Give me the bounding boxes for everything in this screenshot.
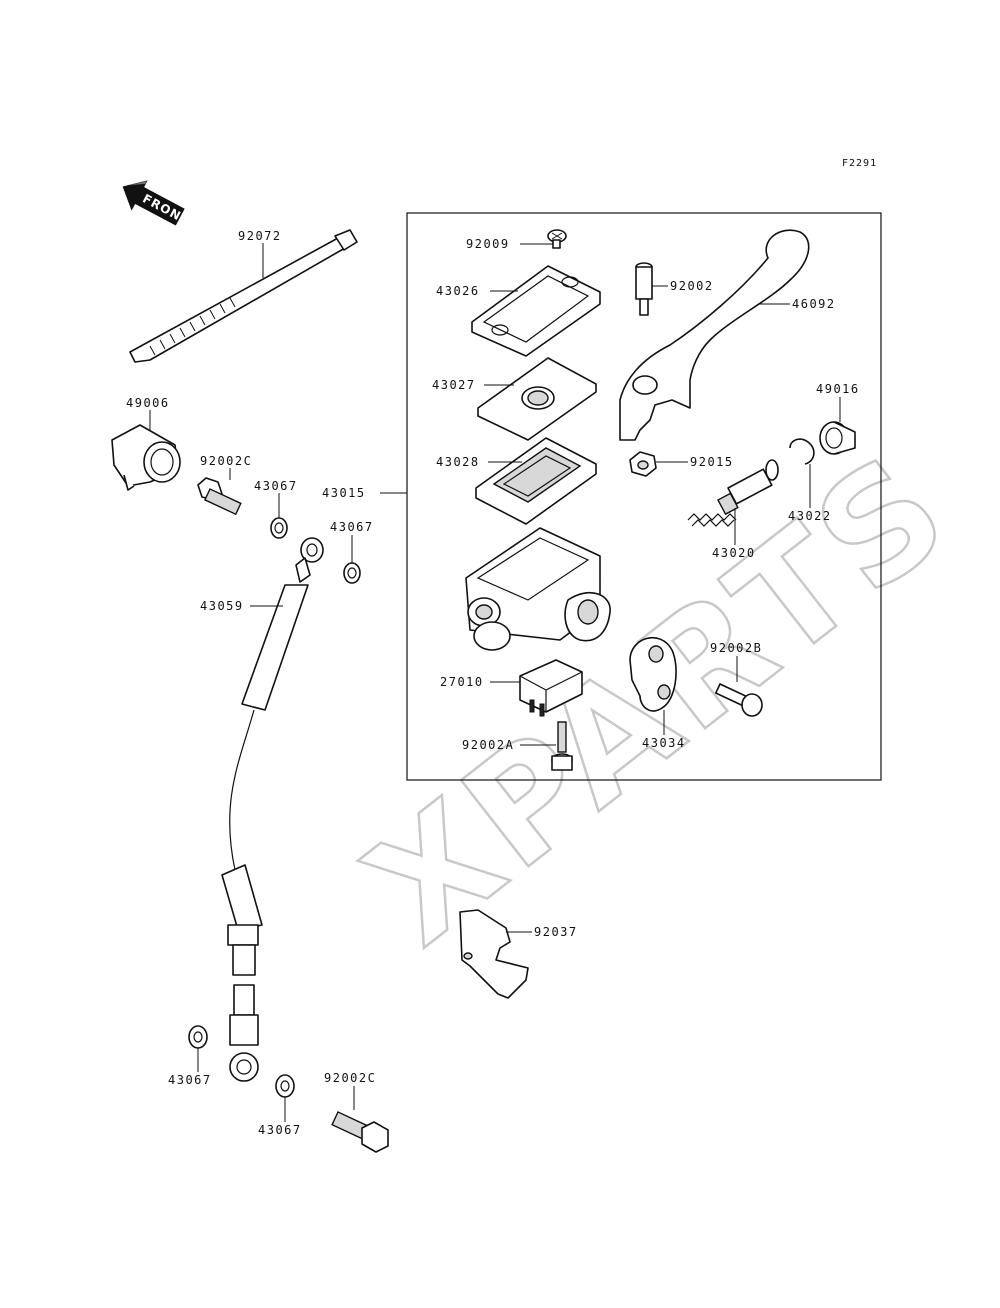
lock-nut [629,451,657,477]
washer-a [270,517,288,539]
reservoir-cap [471,265,601,357]
label-43027[interactable]: 43027 [432,378,476,392]
banjo-bolt-top [197,477,242,516]
leader-lines [149,243,841,1122]
label-43059[interactable]: 43059 [200,599,244,613]
label-92072[interactable]: 92072 [238,229,282,243]
handlebar-clamp [629,637,677,712]
label-43020[interactable]: 43020 [712,546,756,560]
washer-d [275,1074,295,1098]
label-49006[interactable]: 49006 [126,396,170,410]
piston-assembly [687,459,779,527]
label-43067-d[interactable]: 43067 [258,1123,302,1137]
label-43067-a[interactable]: 43067 [254,479,298,493]
label-43022[interactable]: 43022 [788,509,832,523]
master-cylinder-body [465,527,611,651]
lever-pivot-bolt [635,262,653,316]
washer-b [343,562,361,584]
brake-light-switch [519,659,583,717]
brake-lever [619,229,810,441]
piston-boot [819,421,856,455]
label-43028[interactable]: 43028 [436,455,480,469]
brake-hose [221,537,324,1082]
part-labels: 92072 49006 92002C 43067 43067 43059 430… [126,229,860,1137]
label-92002c-bottom[interactable]: 92002C [324,1071,376,1085]
label-27010[interactable]: 27010 [440,675,484,689]
label-92015[interactable]: 92015 [690,455,734,469]
label-49016[interactable]: 49016 [816,382,860,396]
assembly-box [406,212,882,781]
label-43015[interactable]: 43015 [322,486,366,500]
label-46092[interactable]: 46092 [792,297,836,311]
clamp-bolt [714,683,763,717]
circlip [789,438,815,465]
banjo-bolt-bottom [331,1111,389,1153]
washer-c [188,1025,208,1049]
switch-screw [551,721,573,771]
reservoir-screw [547,229,567,249]
label-92002b[interactable]: 92002B [710,641,762,655]
label-43034[interactable]: 43034 [642,736,686,750]
label-92002[interactable]: 92002 [670,279,714,293]
label-92002c-top[interactable]: 92002C [200,454,252,468]
label-92002a[interactable]: 92002A [462,738,514,752]
label-43067-c[interactable]: 43067 [168,1073,212,1087]
hose-bracket [459,909,529,999]
diaphragm [475,437,597,525]
dust-boot [111,424,181,491]
diaphragm-plate [477,357,597,441]
diagram-code: F2291 [842,158,877,169]
label-43067-b[interactable]: 43067 [330,520,374,534]
label-43026[interactable]: 43026 [436,284,480,298]
label-92037[interactable]: 92037 [534,925,578,939]
front-arrow-icon: FRONT [122,180,192,228]
label-92009[interactable]: 92009 [466,237,510,251]
cable-tie [129,229,358,363]
